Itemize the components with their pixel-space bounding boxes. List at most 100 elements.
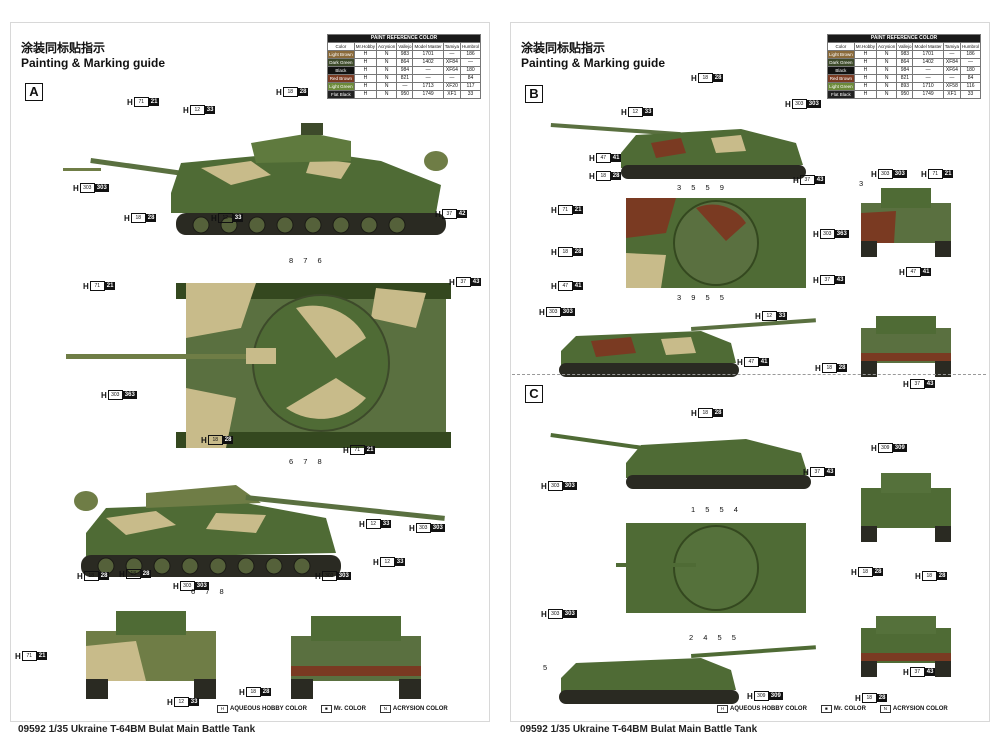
- section-letter-b: B: [525, 85, 543, 103]
- col-acrysion: Acrysion: [376, 42, 398, 51]
- footer-right: 09592 1/35 Ukraine T-64BM Bulat Main Bat…: [520, 724, 757, 735]
- right-page: 涂装同标贴指示 Painting & Marking guide B C PAI…: [510, 22, 990, 722]
- col-color: Color: [327, 42, 355, 51]
- product-code-right: 09592: [520, 724, 548, 735]
- tank-a-side-view-2: [74, 485, 445, 577]
- product-name-left: 1/35 Ukraine T-64BM Bulat Main Battle Ta…: [48, 724, 256, 735]
- part-numbers-top: 8 7 6: [289, 256, 326, 265]
- title-english: Painting & Marking guide: [21, 56, 166, 70]
- col-tamiya: Tamiya: [442, 42, 462, 51]
- table-row: Red Brown H N 821 — — 84: [327, 74, 482, 83]
- paint-reference-table-right: PAINT REFERENCE COLOR Color Mr.Hobby Acr…: [826, 34, 982, 99]
- b-part-number-front: 3: [859, 179, 868, 188]
- table-row: Flat Black H N 950 1749 XF1 33: [327, 90, 482, 99]
- table-row: Dark Green H N 864 1402 XF84 —: [327, 58, 482, 67]
- left-page: 涂装同标贴指示 Painting & Marking guide A PAINT…: [10, 22, 490, 722]
- paint-reference-table: PAINT REFERENCE COLOR Color Mr.Hobby Acr…: [326, 34, 482, 99]
- b-part-numbers-side: 3 5 5 9: [677, 183, 728, 192]
- part-numbers-side: 6 7 8: [191, 587, 228, 596]
- tank-b-side-view-2: [559, 318, 816, 377]
- legend-mr-right: ■Mr. COLOR: [820, 705, 866, 713]
- tank-b-top-view: [626, 198, 806, 288]
- tank-b-rear-view: [861, 316, 951, 377]
- title-chinese-right: 涂装同标贴指示: [521, 41, 606, 55]
- section-letter-c: C: [525, 385, 543, 403]
- table-row: Light Green H N — 1713 XF20 117: [327, 82, 482, 91]
- tank-b-front-view: [861, 188, 951, 257]
- c-part-numbers-side: 1 5 5 4: [691, 505, 742, 514]
- tank-c-side-view-2: [559, 645, 816, 704]
- col-model-master: Model Master: [412, 42, 444, 51]
- product-code-left: 09592: [18, 724, 46, 735]
- product-name-right: 1/35 Ukraine T-64BM Bulat Main Battle Ta…: [550, 724, 758, 735]
- footer-left: 09592 1/35 Ukraine T-64BM Bulat Main Bat…: [18, 724, 255, 735]
- table-row: Light Brown H N 983 1701 — 186: [327, 50, 482, 59]
- col-humbrol: Humbrol: [460, 42, 482, 51]
- legend-mr: ■Mr. COLOR: [320, 705, 366, 713]
- c-part-number-side2: 5: [543, 663, 552, 672]
- section-divider: [512, 374, 986, 375]
- tank-b-side-view: [550, 122, 806, 179]
- tank-a-rear-view: [291, 616, 421, 699]
- tank-c-side-view: [550, 433, 811, 489]
- col-vallejo: Vallejo: [396, 42, 414, 51]
- section-letter-a: A: [25, 83, 43, 101]
- title-chinese: 涂装同标贴指示: [21, 41, 106, 55]
- b-part-numbers-top: 3 9 5 5: [677, 293, 728, 302]
- c-part-numbers-top: 2 4 5 5: [689, 633, 740, 642]
- paint-table-header: PAINT REFERENCE COLOR: [326, 34, 482, 43]
- tank-a-side-view: [63, 123, 448, 235]
